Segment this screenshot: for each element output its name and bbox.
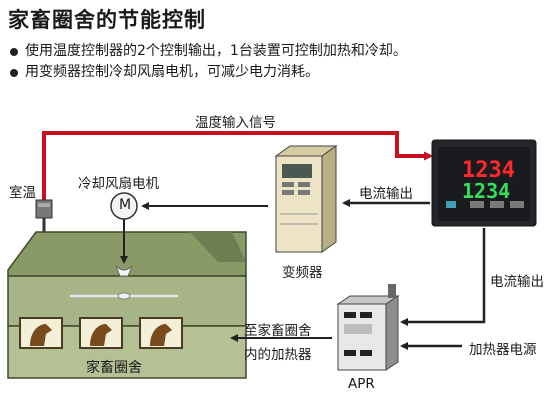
bullet-dot <box>10 47 18 56</box>
apr-label: APR <box>348 376 375 392</box>
barn-icon <box>7 231 247 379</box>
to-heater-label-1: 至家畜圈舍 <box>244 323 312 339</box>
temp-signal-label: 温度输入信号 <box>195 115 276 131</box>
bullet-item: 用变频器控制冷却风扇电机，可减少电力消耗。 <box>10 62 407 83</box>
inverter-label: 变频器 <box>282 265 323 281</box>
apr-power-regulator-icon <box>336 284 400 371</box>
inverter-icon <box>274 145 338 253</box>
bullet-text: 使用温度控制器的2个控制输出，1台装置可控制加热和冷却。 <box>25 43 407 59</box>
controller-pv-display: 1234 <box>462 158 515 183</box>
temp-signal-line <box>42 131 433 212</box>
current-output-label-1: 电流输出 <box>359 186 413 202</box>
bullet-dot <box>10 68 18 77</box>
page-title: 家畜圈舍的节能控制 <box>8 8 206 32</box>
room-temp-label: 室温 <box>9 185 36 201</box>
heater-power-label: 加热器电源 <box>469 342 537 358</box>
temperature-controller-icon <box>431 139 537 227</box>
current-output-label-2: 电流输出 <box>490 274 544 290</box>
controller-to-apr-arrow <box>400 228 486 326</box>
motor-symbol: M <box>119 197 132 213</box>
fan-motor-label: 冷却风扇电机 <box>78 176 159 192</box>
bullet-list: 使用温度控制器的2个控制输出，1台装置可控制加热和冷却。 用变频器控制冷却风扇电… <box>10 41 407 83</box>
bullet-item: 使用温度控制器的2个控制输出，1台装置可控制加热和冷却。 <box>10 41 407 62</box>
fan-motor-icon <box>110 192 138 277</box>
controller-sv-display: 1234 <box>462 179 510 203</box>
to-heater-label-2: 内的加热器 <box>244 347 312 363</box>
bullet-text: 用变频器控制冷却风扇电机，可减少电力消耗。 <box>25 64 319 80</box>
barn-label: 家畜圈舍 <box>86 360 142 376</box>
